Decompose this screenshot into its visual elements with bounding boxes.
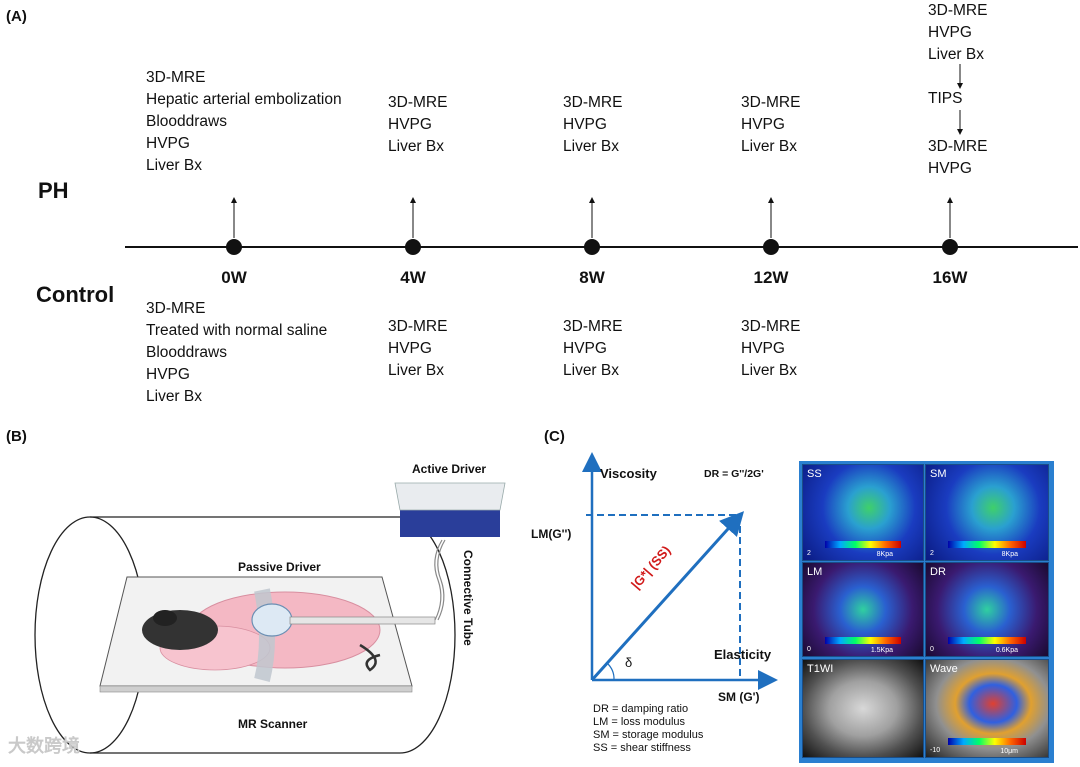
driver-tube [289,616,436,625]
week-label-12w: 12W [753,268,789,287]
viscosity-label: Viscosity [600,466,657,481]
control-events-0w: 3D-MRE Treated with normal saline Bloodd… [146,298,327,408]
table-edge [99,685,413,693]
week-label-8w: 8W [579,268,605,287]
map-wave: Wave -10 10μm [925,659,1049,758]
ph-events-16w-middle: TIPS [928,88,962,110]
ph-events-8w: 3D-MRE HVPG Liver Bx [563,92,622,158]
event-item: HVPG [146,135,190,152]
event-item: 3D-MRE [741,94,801,111]
ph-events-0w: 3D-MRE Hepatic arterial embolization Blo… [146,67,342,177]
event-item: Liver Bx [146,157,202,174]
event-item: Liver Bx [388,362,444,379]
event-item: HVPG [388,340,432,357]
map-dr: DR 0 0.6Kpa [925,562,1049,657]
event-item: 3D-MRE [388,94,448,111]
event-item: 3D-MRE [146,300,206,317]
sm-axis-label: SM (G') [718,690,760,704]
panel-label-b: (B) [6,428,27,445]
legend-entry: SM = storage modulus [593,729,704,741]
control-events-8w: 3D-MRE HVPG Liver Bx [563,316,622,382]
passive-driver-label: Passive Driver [238,560,321,574]
timeline-arrows [231,64,963,238]
legend-entry: DR = damping ratio [593,703,689,715]
group-label-control: Control [36,282,115,307]
group-label-ph: PH [38,178,69,203]
week-label-16w: 16W [932,268,968,287]
ph-events-16w-after: 3D-MRE HVPG [928,136,987,180]
event-item: HVPG [928,160,972,177]
event-item: HVPG [741,116,785,133]
event-item: HVPG [563,340,607,357]
shear-stiffness-vector [590,511,745,682]
map-lm: LM 0 1.5Kpa [802,562,924,657]
mr-scanner-label: MR Scanner [238,717,308,731]
event-item: Hepatic arterial embolization [146,91,342,108]
legend-entry: SS = shear stiffness [593,742,691,754]
event-item: Blooddraws [146,113,227,130]
lm-axis-label: LM(G'') [531,527,572,541]
watermark: 大数跨境 [8,736,80,756]
delta-label: δ [625,655,633,670]
event-item: 3D-MRE [928,138,988,155]
event-item: 3D-MRE [741,318,801,335]
event-item: HVPG [388,116,432,133]
map-t1wi: T1WI [802,659,924,758]
legend-entry: LM = loss modulus [593,716,686,728]
timeline-dots [226,239,958,255]
event-item: HVPG [928,24,972,41]
panel-label-a: (A) [6,8,27,25]
dr-formula: DR = G''/2G' [704,468,764,480]
week-label-0w: 0W [221,268,247,287]
event-item: HVPG [146,366,190,383]
event-item: 3D-MRE [146,69,206,86]
event-item: 3D-MRE [928,2,988,19]
control-events-12w: 3D-MRE HVPG Liver Bx [741,316,800,382]
event-item: 3D-MRE [563,318,623,335]
event-item: Liver Bx [388,138,444,155]
active-driver-label: Active Driver [412,462,487,476]
event-item: TIPS [928,90,963,107]
event-item: Treated with normal saline [146,322,328,339]
control-events-4w: 3D-MRE HVPG Liver Bx [388,316,447,382]
event-item: HVPG [563,116,607,133]
map-ss: SS 2 8Kpa [802,464,924,561]
map-sm: SM 2 8Kpa [925,464,1049,561]
ph-events-16w-before: 3D-MRE HVPG Liver Bx [928,0,987,66]
ph-events-12w: 3D-MRE HVPG Liver Bx [741,92,800,158]
event-item: Blooddraws [146,344,227,361]
elasticity-label: Elasticity [714,647,772,662]
event-item: Liver Bx [741,362,797,379]
event-item: Liver Bx [563,362,619,379]
event-item: 3D-MRE [563,94,623,111]
event-item: Liver Bx [928,46,984,63]
ph-events-4w: 3D-MRE HVPG Liver Bx [388,92,447,158]
event-item: 3D-MRE [388,318,448,335]
delta-arc [606,662,615,681]
event-item: HVPG [741,340,785,357]
rat-tail [359,643,381,672]
week-label-4w: 4W [400,268,426,287]
mre-legend: DR = damping ratio LM = loss modulus SM … [593,703,703,755]
event-item: Liver Bx [741,138,797,155]
event-item: Liver Bx [146,388,202,405]
panel-label-c: (C) [544,428,565,445]
event-item: Liver Bx [563,138,619,155]
